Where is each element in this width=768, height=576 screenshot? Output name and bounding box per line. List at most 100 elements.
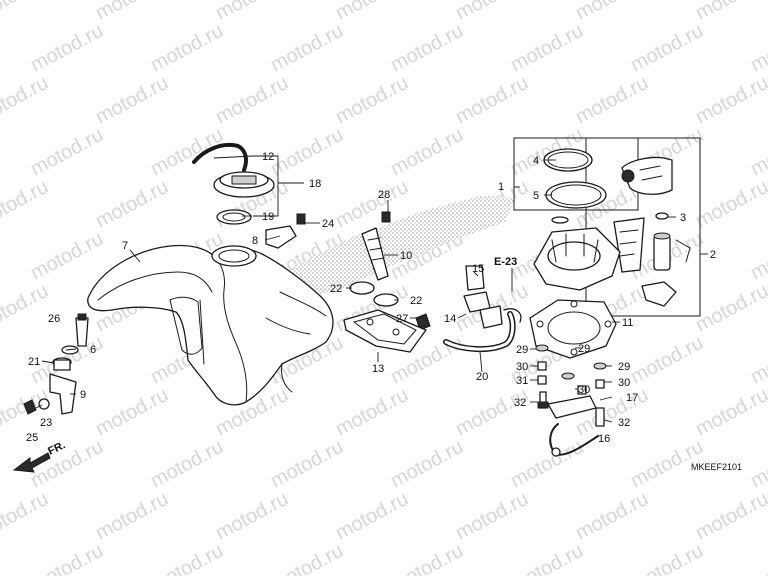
callout-13: 13	[372, 363, 384, 375]
fuel-hose-assembly	[443, 265, 522, 352]
drawing-code: MKEEF2101	[691, 462, 742, 472]
watermark: motod.ru	[507, 20, 587, 76]
callout-26: 26	[48, 313, 60, 325]
watermark: motod.ru	[627, 332, 707, 388]
callout-15: 15	[472, 263, 484, 275]
watermark: motod.ru	[147, 124, 227, 180]
watermark: motod.ru	[692, 0, 768, 24]
watermark: motod.ru	[387, 540, 467, 576]
callout-20: 20	[476, 371, 488, 383]
callout-22-right: 22	[410, 295, 422, 307]
callout-4: 4	[533, 155, 539, 167]
watermark: motod.ru	[147, 540, 227, 576]
watermark: motod.ru	[507, 540, 587, 576]
callout-30-c: 30	[618, 377, 630, 389]
watermark: motod.ru	[92, 488, 172, 544]
watermark: motod.ru	[627, 540, 707, 576]
callout-32-b: 32	[618, 417, 630, 429]
watermark: motod.ru	[572, 488, 652, 544]
watermark: motod.ru	[747, 124, 768, 180]
callout-10: 10	[400, 250, 412, 262]
watermark: motod.ru	[747, 228, 768, 284]
watermark: motod.ru	[332, 0, 412, 24]
watermark: motod.ru	[267, 124, 347, 180]
callout-14: 14	[444, 313, 456, 325]
watermark: motod.ru	[692, 280, 768, 336]
watermark: motod.ru	[92, 176, 172, 232]
watermark: motod.ru	[92, 384, 172, 440]
center-hardware	[343, 211, 431, 353]
callout-6: 6	[90, 344, 96, 356]
callout-24: 24	[322, 218, 334, 230]
watermark: motod.ru	[0, 0, 52, 24]
callout-5: 5	[533, 190, 539, 202]
watermark: motod.ru	[692, 176, 768, 232]
watermark: motod.ru	[387, 20, 467, 76]
callout-11: 11	[622, 317, 633, 329]
fuel-cap-assembly	[192, 143, 306, 249]
callout-7: 7	[122, 240, 128, 252]
callout-3: 3	[680, 212, 686, 224]
watermark: motod.ru	[747, 540, 768, 576]
watermark: motod.ru	[452, 0, 532, 24]
watermark: motod.ru	[692, 488, 768, 544]
callout-22-left: 22	[330, 283, 342, 295]
watermark: motod.ru	[212, 0, 292, 24]
callout-29-a: 29	[516, 344, 528, 356]
callout-12: 12	[262, 151, 274, 163]
watermark: motod.ru	[507, 436, 587, 492]
front-arrow-icon	[12, 452, 51, 473]
fuel-tank	[87, 244, 334, 406]
watermark: motod.ru	[92, 72, 172, 128]
watermark: motod.ru	[267, 436, 347, 492]
watermark: motod.ru	[267, 540, 347, 576]
callout-29-c: 29	[618, 361, 630, 373]
watermark: motod.ru	[0, 280, 52, 336]
callout-9: 9	[80, 389, 86, 401]
callout-25: 25	[26, 432, 38, 444]
watermark: motod.ru	[0, 176, 52, 232]
reference-label: E-23	[494, 256, 517, 268]
callout-23: 23	[40, 417, 52, 429]
tank-mount-bracket	[23, 313, 89, 415]
callout-8: 8	[252, 235, 258, 247]
watermark: motod.ru	[0, 72, 52, 128]
watermark: motod.ru	[147, 436, 227, 492]
watermark: motod.ru	[332, 384, 412, 440]
watermark: motod.ru	[27, 540, 107, 576]
watermark: motod.ru	[572, 72, 652, 128]
callout-1: 1	[498, 181, 504, 193]
fastener-hardware	[535, 344, 607, 457]
callout-17: 17	[626, 392, 638, 404]
watermark: motod.ru	[92, 0, 172, 24]
watermark: motod.ru	[27, 228, 107, 284]
watermark: motod.ru	[387, 436, 467, 492]
watermark: motod.ru	[332, 488, 412, 544]
watermark: motod.ru	[452, 488, 532, 544]
fuel-pump-group	[513, 137, 701, 317]
watermark: motod.ru	[452, 384, 532, 440]
watermark: motod.ru	[332, 72, 412, 128]
pump-flange-plate	[529, 216, 621, 359]
watermark: motod.ru	[212, 488, 292, 544]
callout-18: 18	[309, 178, 321, 190]
watermark: motod.ru	[627, 20, 707, 76]
callout-28: 28	[378, 189, 390, 201]
callout-32-a: 32	[514, 397, 526, 409]
watermark: motod.ru	[387, 124, 467, 180]
background-shading	[292, 196, 515, 298]
watermark: motod.ru	[452, 72, 532, 128]
watermark: motod.ru	[0, 488, 52, 544]
watermark: motod.ru	[692, 384, 768, 440]
callout-19: 19	[262, 211, 274, 223]
watermark: motod.ru	[572, 0, 652, 24]
leader-lines	[35, 155, 708, 439]
callout-2: 2	[710, 249, 716, 261]
callout-21: 21	[28, 356, 40, 368]
callout-labels: 1 2 3 4 5 6 7 8 9 10 11 12 13 14 15 16 1…	[26, 151, 716, 445]
callout-16: 16	[598, 433, 610, 445]
watermark: motod.ru	[747, 332, 768, 388]
watermark: motod.ru	[27, 124, 107, 180]
